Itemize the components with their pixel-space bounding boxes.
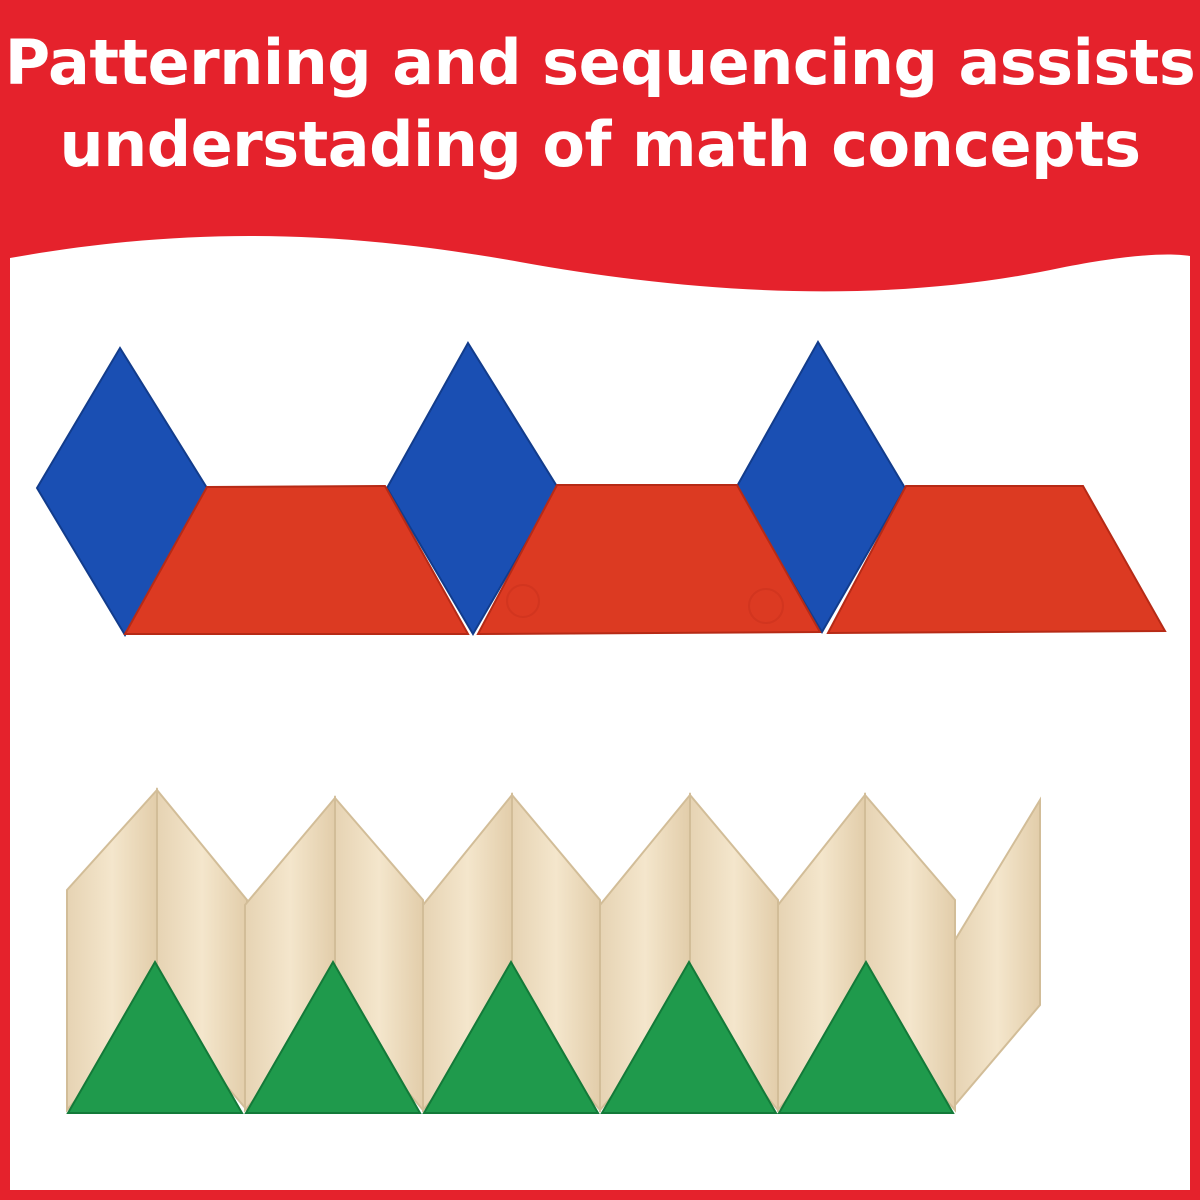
mold-mark: [748, 588, 784, 624]
bottom-row-pattern: [66, 787, 1041, 1114]
red-trapezoid-2: [476, 484, 822, 636]
green-triangle-1: [66, 959, 244, 1114]
green-triangle-5: [777, 959, 955, 1114]
mold-mark: [506, 584, 540, 618]
green-triangle-4: [600, 959, 778, 1114]
green-triangle-3: [422, 959, 600, 1114]
blue-rhombus-2: [385, 341, 560, 636]
blue-rhombus-3: [734, 340, 907, 634]
headline-line-2: understading of math concepts: [59, 108, 1141, 181]
green-triangle-2: [244, 959, 422, 1114]
headline: Patterning and sequencing assists unders…: [0, 22, 1200, 186]
headline-line-1: Patterning and sequencing assists: [4, 26, 1196, 99]
red-trapezoid-1: [123, 484, 470, 635]
red-trapezoid-3: [826, 485, 1167, 635]
top-row-pattern: [35, 340, 1167, 637]
tan-rhombus: [954, 796, 1041, 1108]
